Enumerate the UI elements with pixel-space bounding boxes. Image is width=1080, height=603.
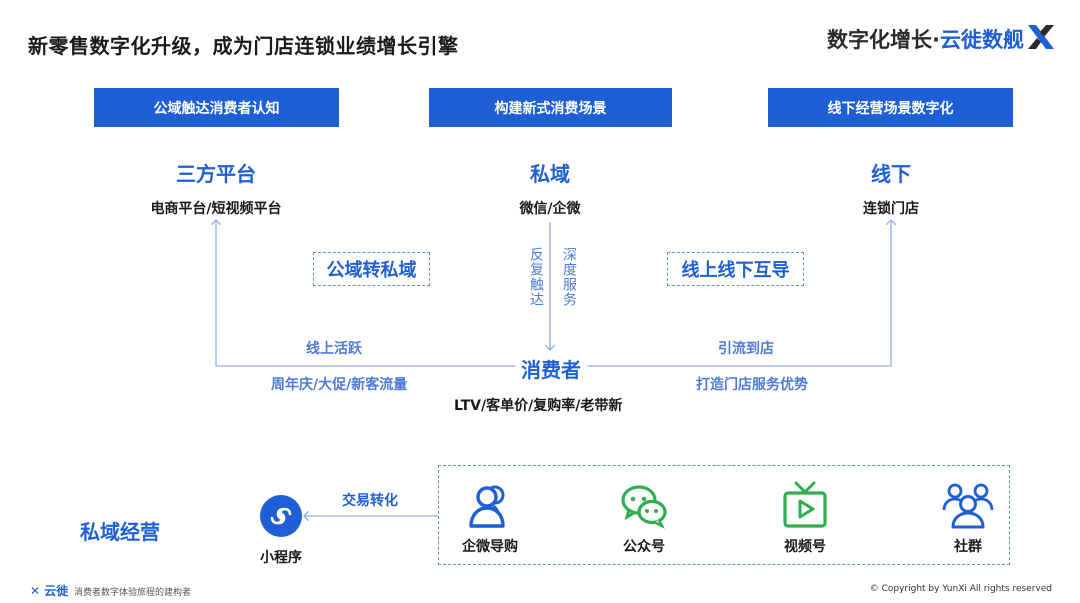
brand-name: 数字化增长·云徙数舰 [827,24,1024,54]
right-flow-line [586,220,891,367]
mini-program-label: 小程序 [260,550,302,566]
repeat-reach-label: 反复触达 [528,247,544,307]
brand-x-logo-icon [1028,25,1054,49]
column-third-party-title: 三方平台 [176,162,256,186]
channel-enterprise-wechat: 企微导购 [435,480,545,556]
copyright-text: © Copyright by YunXi All rights reserved [869,584,1052,594]
channel-community: 社群 [913,480,1023,556]
brand-product: 云徙数舰 [940,28,1024,52]
column-offline-subtitle: 连锁门店 [863,201,919,217]
traffic-events-label: 周年庆/大促/新客流量 [271,377,408,393]
footer-logo-icon: ✕ [30,584,41,598]
wechat-icon [621,485,667,529]
online-offline-box: 线上线下互导 [667,252,804,286]
users-icon [469,485,505,528]
banner-public-reach: 公域触达消费者认知 [94,88,339,127]
banner-offline-digital: 线下经营场景数字化 [768,88,1013,127]
channel-label: 视频号 [784,539,826,555]
deep-service-label: 深度服务 [561,247,577,307]
footer-logo: ✕ 云徙 [30,582,68,599]
column-offline-title: 线下 [871,162,911,186]
transaction-conversion-label: 交易转化 [342,493,398,509]
channel-label: 企微导购 [462,539,518,555]
group-icon [942,483,994,529]
store-service-label: 打造门店服务优势 [696,377,808,393]
consumer-node: 消费者 [515,354,587,383]
page-title: 新零售数字化升级，成为门店连锁业绩增长引擎 [28,34,459,58]
banner-new-scene: 构建新式消费场景 [429,88,672,127]
channel-video: 视频号 [750,480,860,556]
channel-label: 公众号 [623,539,665,555]
mini-program-icon [260,495,302,537]
column-private-title: 私域 [530,162,570,186]
column-third-party-subtitle: 电商平台/短视频平台 [150,201,282,217]
left-flow-line [216,220,516,367]
video-channel-icon [783,481,827,528]
column-private-subtitle: 微信/企微 [519,201,581,217]
footer-logo-text: 云徙 [44,584,69,598]
channels-box: 企微导购 公众号 视频号 社群 [438,465,1010,565]
brand-slogan: 数字化增长· [827,28,940,52]
footer-slogan: 消费者数字体验旅程的建构者 [74,588,192,598]
channel-label: 社群 [954,539,982,555]
drive-to-store-label: 引流到店 [718,341,774,357]
consumer-metrics: LTV/客单价/复购率/老带新 [454,398,623,414]
online-active-label: 线上活跃 [306,341,362,357]
channel-official-account: 公众号 [589,480,699,556]
public-to-private-box: 公域转私域 [313,252,430,286]
private-operation-title: 私域经营 [80,520,160,544]
